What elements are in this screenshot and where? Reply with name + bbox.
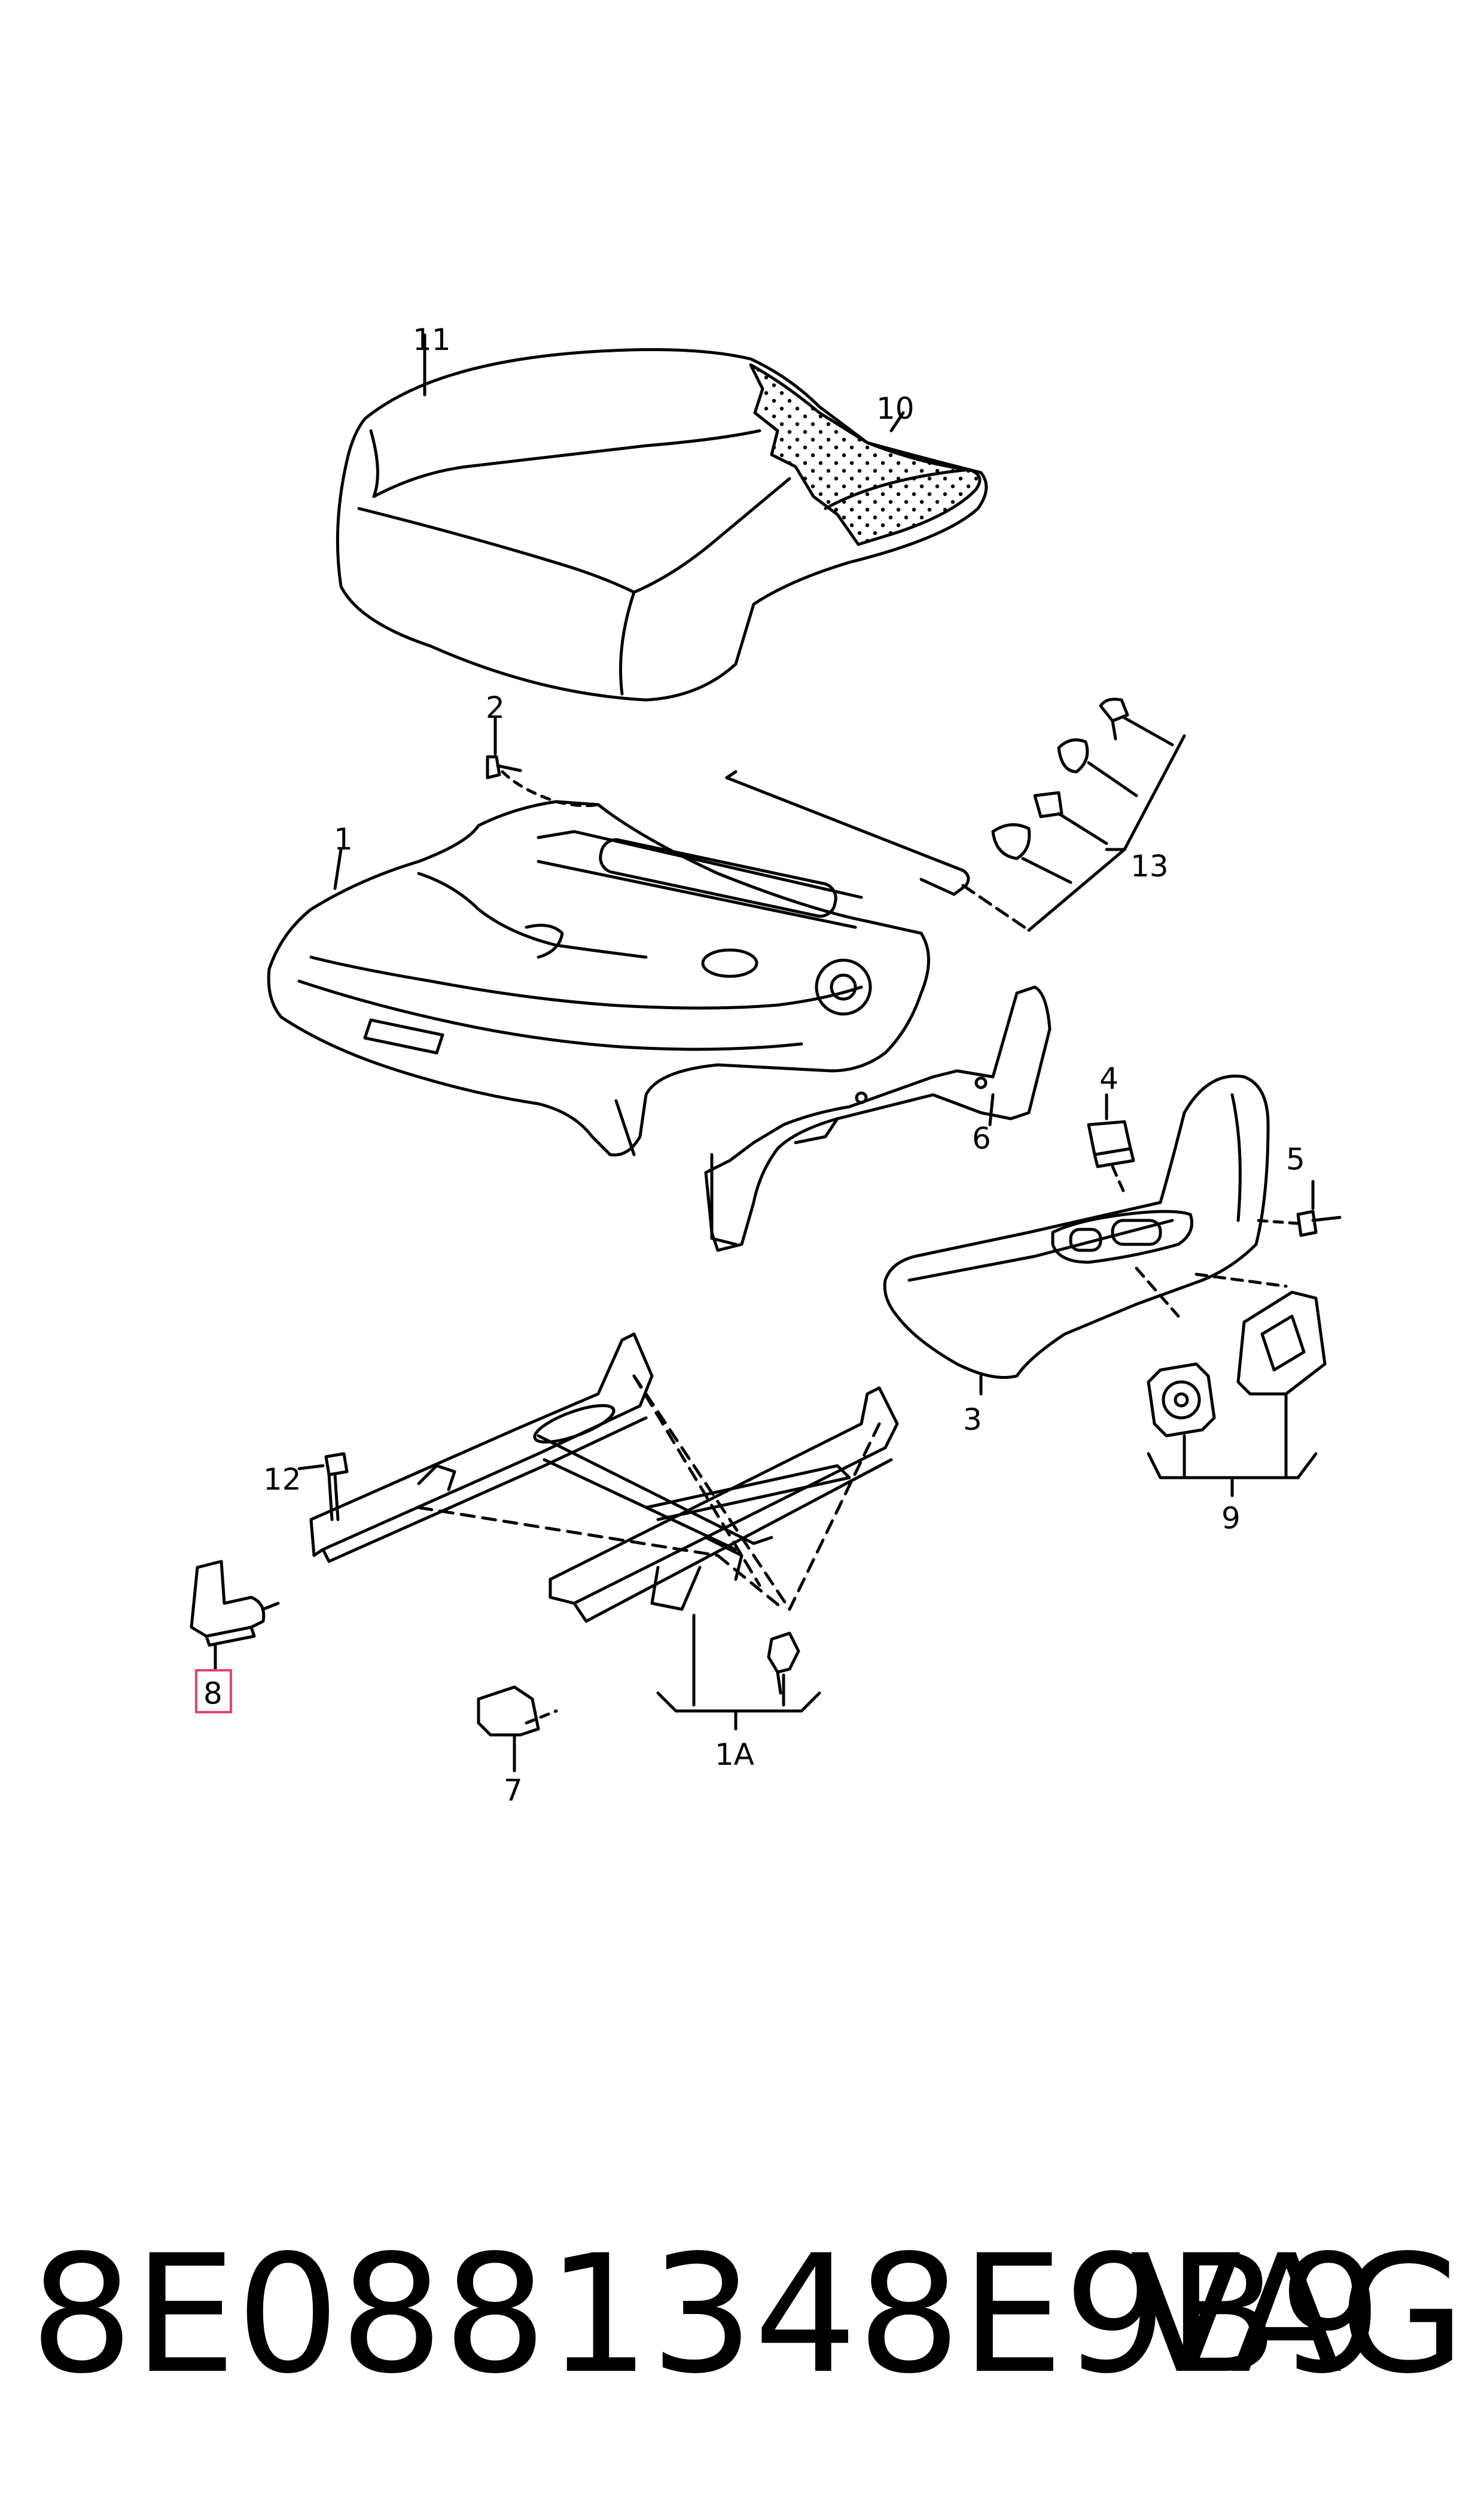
part-number: 8E0881348E9B9 [30,2221,1382,2410]
connector [1087,1093,1135,1195]
callout-8: 8 [203,1676,223,1711]
callout-2: 2 [486,690,505,725]
seat-exploded-diagram: 11 10 2 1 13 4 5 6 3 12 9 8 7 1A [190,322,1342,1808]
leader-12 [327,1473,334,1521]
callout-5: 5 [1286,1142,1305,1177]
brand-label: VAG [1130,2221,1465,2410]
seat-heating-mat [749,363,982,546]
callout-7: 7 [504,1773,523,1808]
callout-6: 6 [972,1121,991,1156]
callout-12: 12 [263,1462,301,1497]
dash-3-9a [1135,1266,1180,1318]
callout-4: 4 [1099,1061,1119,1096]
callout-1a: 1A [715,1737,754,1772]
seat-frame [267,800,930,1157]
rail-cover-cap [477,1685,558,1773]
seat-rail-assembly [309,1332,899,1731]
callout-9: 9 [1221,1501,1241,1536]
seat-cushion-cover [336,348,988,702]
callout-3: 3 [963,1402,982,1437]
leader-1 [333,848,343,890]
footer: 8E0881348E9B9 VAG [30,2225,1465,2405]
callout-11: 11 [413,322,451,357]
side-trim-panel [883,1074,1270,1396]
callout-8-highlight [195,1669,232,1713]
callout-13: 13 [1130,849,1169,884]
trim-screw [1254,1180,1342,1237]
leader-6 [988,1093,995,1126]
callout-1: 1 [334,822,353,857]
clip-set [961,698,1186,932]
seat-adjust-switch [1147,1290,1327,1497]
fastening-wire [725,770,970,896]
rail-bolt [297,1452,349,1521]
dash-3-9b [1194,1272,1288,1288]
frame-screw [486,716,600,808]
callout-10: 10 [876,391,915,426]
leader-10 [889,411,905,433]
seat-adjust-motor [190,1560,280,1671]
side-bracket [704,985,1052,1252]
